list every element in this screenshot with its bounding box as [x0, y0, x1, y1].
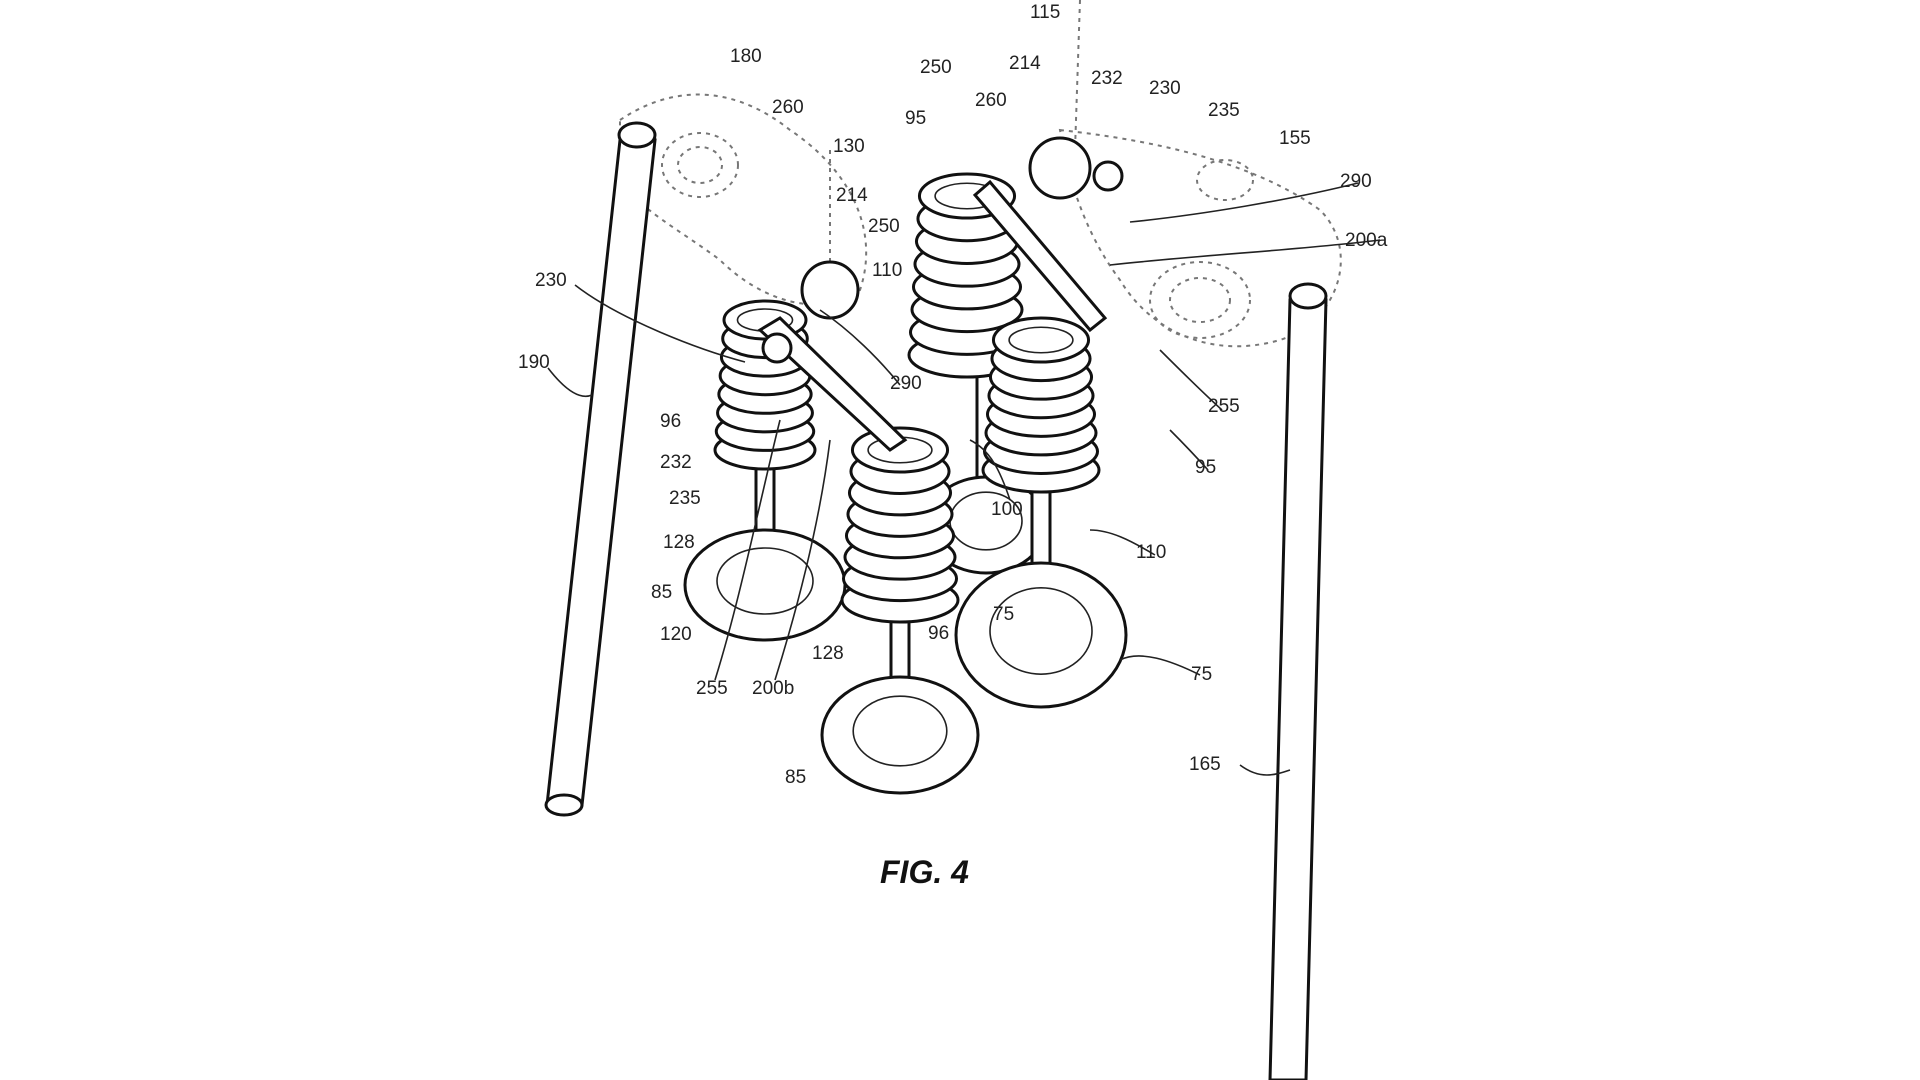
- label-235: 235: [669, 488, 701, 509]
- label-165: 165: [1189, 754, 1221, 775]
- axis-line-115: [1074, 0, 1081, 151]
- label-96: 96: [928, 623, 949, 644]
- leader-lines: [547, 182, 1381, 776]
- valve-front-assembly: [820, 426, 980, 795]
- valve-right-assembly: [954, 316, 1128, 709]
- label-95: 95: [905, 108, 926, 129]
- valve-bridges: [757, 136, 1124, 452]
- valve-head: [683, 528, 847, 642]
- label-230: 230: [1149, 78, 1181, 99]
- valve-head: [820, 675, 980, 795]
- label-115: 115: [1030, 2, 1060, 23]
- label-214: 214: [1009, 53, 1041, 74]
- label-85: 85: [785, 767, 806, 788]
- label-130: 130: [833, 136, 865, 157]
- label-290: 290: [890, 373, 922, 394]
- reference-labels: 115 180 260 130 214 250 230 190 95 250 2…: [518, 2, 1388, 788]
- valve-spring: [840, 426, 960, 624]
- valve-assemblies: [683, 136, 1128, 795]
- label-290: 290: [1340, 171, 1372, 192]
- label-128: 128: [663, 532, 695, 553]
- label-180: 180: [730, 46, 762, 67]
- label-200a: 200a: [1345, 230, 1388, 251]
- screw-230-right: [1092, 160, 1124, 192]
- label-128: 128: [812, 643, 844, 664]
- label-75: 75: [1191, 664, 1212, 685]
- label-190: 190: [518, 352, 550, 373]
- valve-face: [852, 695, 948, 767]
- label-110: 110: [1136, 542, 1166, 563]
- label-255: 255: [1208, 396, 1240, 417]
- label-250: 250: [920, 57, 952, 78]
- valve-spring: [981, 316, 1101, 494]
- pushrod-left: [544, 121, 657, 817]
- label-200b: 200b: [752, 678, 794, 699]
- label-155: 155: [1279, 128, 1311, 149]
- pad-214-left: [800, 260, 860, 320]
- rocker-arm-phantom-left: [619, 93, 868, 306]
- label-85: 85: [651, 582, 672, 603]
- label-260: 260: [975, 90, 1007, 111]
- label-230: 230: [535, 270, 567, 291]
- label-110: 110: [872, 260, 902, 281]
- screw-230-left: [761, 332, 793, 364]
- label-75: 75: [993, 604, 1014, 625]
- label-232: 232: [660, 452, 692, 473]
- pushrod-right: [1268, 282, 1328, 1080]
- label-260: 260: [772, 97, 804, 118]
- rocker-arm-phantom-right: [1058, 128, 1342, 348]
- valve-face: [716, 547, 814, 615]
- label-232: 232: [1091, 68, 1123, 89]
- spring-retainer: [1008, 326, 1074, 354]
- label-96: 96: [660, 411, 681, 432]
- label-214: 214: [836, 185, 868, 206]
- label-235: 235: [1208, 100, 1240, 121]
- label-95: 95: [1195, 457, 1216, 478]
- figure-title: FIG. 4: [880, 854, 969, 890]
- label-255: 255: [696, 678, 728, 699]
- label-120: 120: [660, 624, 692, 645]
- label-100: 100: [991, 499, 1023, 520]
- valve-head: [954, 561, 1128, 709]
- valve-face: [989, 586, 1093, 675]
- pad-214-right: [1028, 136, 1092, 200]
- label-250: 250: [868, 216, 900, 237]
